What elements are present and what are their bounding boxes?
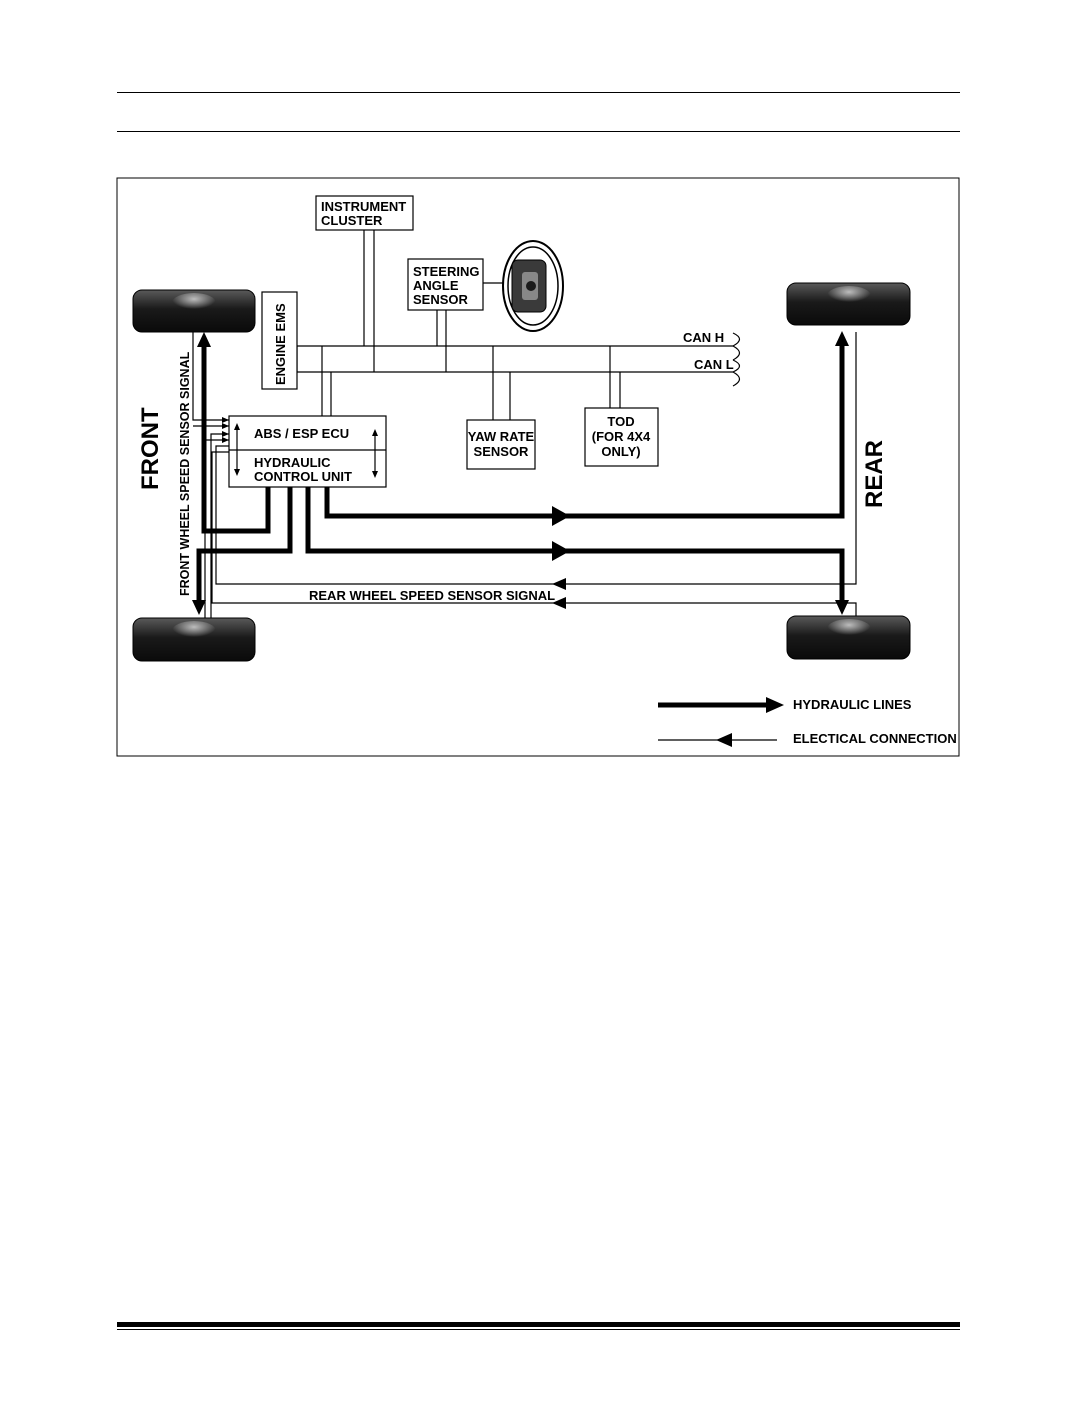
- front-label: FRONT: [137, 407, 164, 490]
- legend-electrical-connection: ELECTICAL CONNECTION: [658, 731, 957, 747]
- rear-wheel-speed-sensor-signal-label: REAR WHEEL SPEED SENSOR SIGNAL: [309, 588, 555, 603]
- header-rule-bottom: [117, 131, 960, 132]
- footer-rule-thin: [117, 1329, 960, 1330]
- hcu-label-1: HYDRAULIC: [254, 455, 331, 470]
- footer-rule-thick: [117, 1322, 960, 1327]
- yaw-rate-label-1: YAW RATE: [468, 429, 535, 444]
- tire-rear-left: [786, 282, 911, 326]
- can-bus: [296, 230, 741, 420]
- wheel-speed-sensor-wiring: [192, 332, 857, 618]
- can-h-label: CAN H: [683, 330, 724, 345]
- engine-ems-label: ENGINE EMS: [273, 303, 288, 385]
- steering-wheel-icon: [502, 240, 564, 332]
- abs-esp-ecu-box: ABS / ESP ECU HYDRAULIC CONTROL UNIT: [228, 415, 387, 488]
- legend: HYDRAULIC LINES ELECTICAL CONNECTION: [658, 697, 957, 747]
- yaw-rate-label-2: SENSOR: [474, 444, 530, 459]
- legend-hydraulic-label: HYDRAULIC LINES: [793, 697, 912, 712]
- engine-ems-box: ENGINE EMS: [261, 291, 298, 390]
- hydraulic-lines: [192, 331, 849, 615]
- instrument-cluster-label-1: INSTRUMENT: [321, 199, 406, 214]
- legend-electrical-label: ELECTICAL CONNECTION: [793, 731, 957, 746]
- abs-esp-ecu-label: ABS / ESP ECU: [254, 426, 349, 441]
- steering-label-1: STEERING: [413, 264, 479, 279]
- tire-front-right: [132, 617, 256, 662]
- tire-front-left: [132, 289, 256, 333]
- hcu-label-2: CONTROL UNIT: [254, 469, 352, 484]
- tod-label-3: ONLY): [601, 444, 640, 459]
- yaw-rate-sensor-box: YAW RATE SENSOR: [466, 419, 536, 470]
- front-wheel-speed-sensor-signal-label: FRONT WHEEL SPEED SENSOR SIGNAL: [178, 351, 192, 596]
- tod-label-2: (FOR 4X4: [592, 429, 651, 444]
- header-rule-top: [117, 92, 960, 93]
- diagram-frame: [116, 177, 960, 757]
- steering-label-2: ANGLE: [413, 278, 459, 293]
- steering-label-3: SENSOR: [413, 292, 469, 307]
- steering-angle-sensor-box: STEERING ANGLE SENSOR: [407, 258, 484, 311]
- tire-rear-right: [786, 615, 911, 660]
- instrument-cluster-box: INSTRUMENT CLUSTER: [315, 195, 414, 231]
- instrument-cluster-label-2: CLUSTER: [321, 213, 383, 228]
- can-l-label: CAN L: [694, 357, 734, 372]
- legend-hydraulic-lines: HYDRAULIC LINES: [658, 697, 912, 713]
- tod-label-1: TOD: [607, 414, 634, 429]
- rear-label: REAR: [861, 440, 888, 508]
- tod-box: TOD (FOR 4X4 ONLY): [584, 407, 659, 467]
